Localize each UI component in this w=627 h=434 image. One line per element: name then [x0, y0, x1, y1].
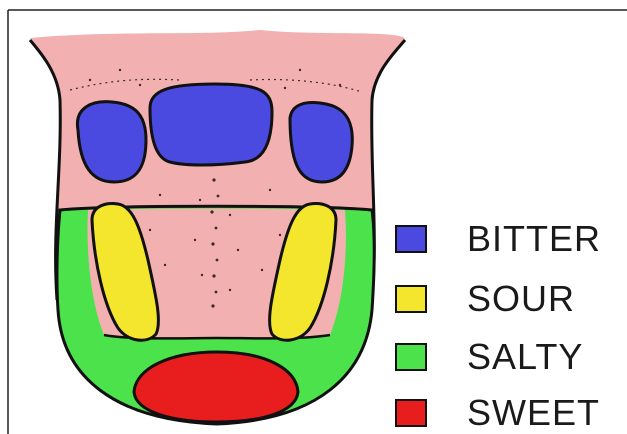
sweet-region — [134, 352, 298, 422]
bitter-swatch — [395, 225, 427, 253]
legend-label-sweet: SWEET — [467, 392, 600, 434]
tongue-outline-right — [372, 40, 405, 300]
legend-item-sweet: SWEET — [395, 392, 600, 434]
legend-item-sour: SOUR — [395, 278, 575, 320]
bitter-region-center — [150, 84, 272, 165]
sweet-swatch — [395, 399, 427, 427]
legend-label-bitter: BITTER — [467, 218, 601, 260]
bitter-region-left — [77, 102, 146, 182]
salty-swatch — [395, 343, 427, 371]
bitter-region-right — [290, 103, 352, 182]
legend-label-salty: SALTY — [467, 336, 583, 378]
legend-item-bitter: BITTER — [395, 218, 601, 260]
legend-label-sour: SOUR — [467, 278, 575, 320]
sour-swatch — [395, 285, 427, 313]
legend-item-salty: SALTY — [395, 336, 583, 378]
